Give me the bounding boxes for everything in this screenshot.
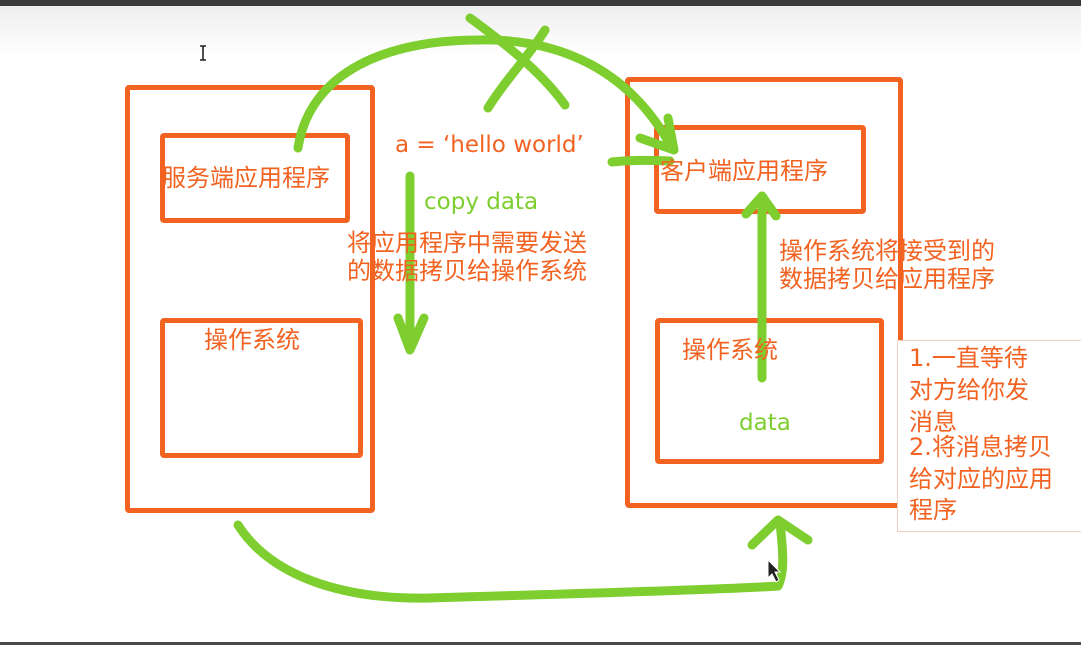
window-bottom-border bbox=[0, 642, 1081, 645]
client-app-label: 客户端应用程序 bbox=[660, 157, 828, 185]
side-note-line2: 对方给你发 bbox=[909, 376, 1029, 404]
side-note-line1: 1.一直等待 bbox=[909, 344, 1028, 372]
copy-down-arrowhead bbox=[393, 313, 429, 355]
side-note-line6: 程序 bbox=[909, 496, 957, 524]
scribble-cross-b bbox=[483, 25, 550, 113]
server-machine-box bbox=[125, 85, 375, 513]
server-os-box bbox=[160, 318, 363, 458]
code-snippet: a = ‘hello world’ bbox=[395, 132, 584, 158]
bottom-return-arrowhead bbox=[747, 515, 813, 550]
text-cursor-icon bbox=[200, 45, 206, 61]
client-machine-box bbox=[625, 77, 903, 508]
mouse-pointer-icon bbox=[767, 558, 782, 583]
send-arc-arrow bbox=[293, 35, 677, 153]
receive-note-line2: 数据拷贝给应用程序 bbox=[779, 265, 995, 293]
side-notes-panel bbox=[897, 340, 1081, 532]
send-note-line1: 将应用程序中需要发送 bbox=[347, 229, 587, 257]
server-app-label: 服务端应用程序 bbox=[162, 164, 330, 192]
receive-note-line1: 操作系统将接受到的 bbox=[779, 237, 995, 265]
client-os-label: 操作系统 bbox=[682, 336, 778, 364]
send-arc-arrowhead bbox=[635, 113, 679, 155]
window-top-border bbox=[0, 0, 1081, 6]
bottom-return-path bbox=[233, 517, 788, 603]
side-note-line3: 消息 bbox=[909, 408, 957, 436]
copy-data-label: copy data bbox=[424, 189, 539, 215]
client-os-data-label: data bbox=[739, 410, 791, 436]
client-os-box bbox=[655, 318, 884, 464]
send-note-line2: 的数据拷贝给操作系统 bbox=[347, 257, 587, 285]
scribble-cross-a bbox=[465, 13, 570, 110]
side-note-line5: 给对应的应用 bbox=[909, 465, 1053, 493]
client-up-arrowhead bbox=[741, 191, 781, 221]
side-note-line4: 2.将消息拷贝 bbox=[909, 433, 1052, 461]
server-app-box bbox=[160, 133, 350, 223]
server-os-label: 操作系统 bbox=[204, 326, 300, 354]
client-app-connector bbox=[607, 155, 675, 167]
